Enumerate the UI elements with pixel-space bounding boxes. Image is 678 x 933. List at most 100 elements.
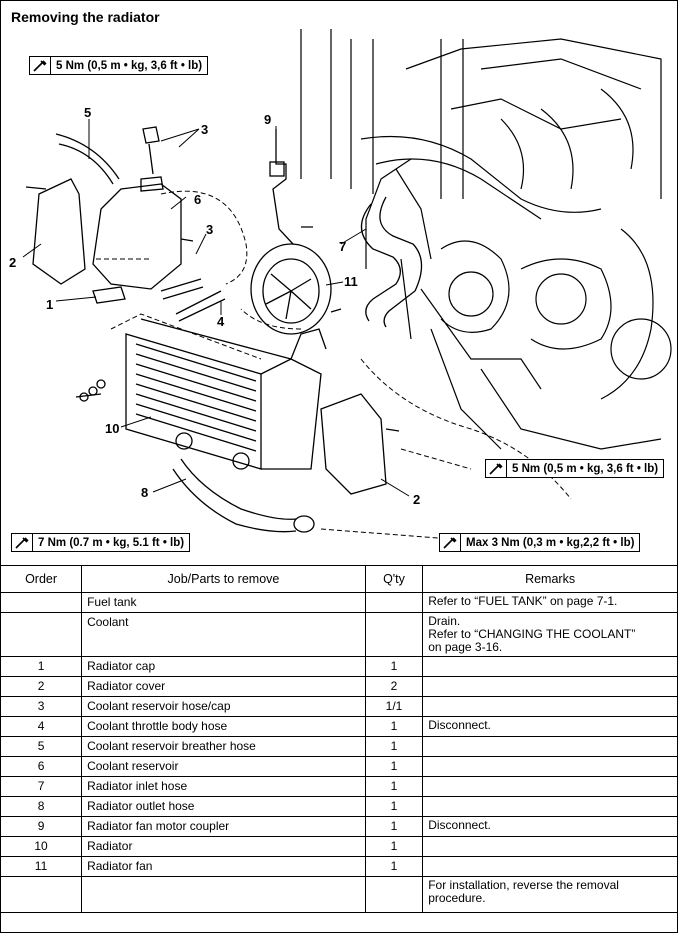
qty-cell [364, 592, 424, 613]
remarks-cell [422, 736, 678, 757]
torque-spec-right: 5 Nm (0,5 m • kg, 3,6 ft • lb) [485, 459, 665, 478]
remarks-line: Refer to “CHANGING THE COOLANT” [428, 627, 636, 641]
wrench-icon [486, 460, 507, 477]
callout-1: 1 [46, 297, 53, 312]
remarks-line: Drain. [428, 614, 461, 628]
remarks-cell [422, 796, 678, 817]
remarks-cell [422, 676, 678, 697]
order-cell: 7 [0, 776, 83, 797]
callout-4: 4 [217, 314, 225, 329]
qty-cell: 1 [364, 796, 424, 817]
header-order: Order [0, 565, 83, 593]
wrench-icon [12, 534, 33, 551]
callout-6: 6 [194, 192, 201, 207]
table-body: Fuel tank Refer to “FUEL TANK” on page 7-… [0, 592, 678, 913]
wrench-icon [30, 57, 51, 74]
job-cell [81, 876, 366, 913]
qty-cell: 1 [364, 716, 424, 737]
torque-spec-top: 5 Nm (0,5 m • kg, 3,6 ft • lb) [29, 56, 209, 75]
radiator-core [125, 318, 327, 470]
radiator-exploded-diagram: 5 3 9 6 3 2 7 11 1 4 10 8 2 [9, 29, 672, 540]
job-cell: Radiator cap [81, 656, 366, 677]
order-cell [0, 592, 83, 613]
qty-cell: 2 [364, 676, 424, 697]
remarks-cell: Refer to “FUEL TANK” on page 7-1. [422, 592, 678, 613]
qty-cell: 1/1 [364, 696, 424, 717]
order-cell: 5 [0, 736, 83, 757]
job-cell: Radiator outlet hose [81, 796, 366, 817]
callout-2: 2 [9, 255, 16, 270]
job-cell: Radiator cover [81, 676, 366, 697]
order-cell: 9 [0, 816, 83, 837]
order-cell: 8 [0, 796, 83, 817]
remarks-cell: Disconnect. [422, 816, 678, 837]
qty-cell: 1 [364, 736, 424, 757]
torque-value: 5 Nm (0,5 m • kg, 3,6 ft • lb) [56, 59, 203, 72]
callout-7: 7 [339, 239, 346, 254]
order-cell: 4 [0, 716, 83, 737]
breather-hose [55, 133, 120, 185]
page-title: Removing the radiator [11, 9, 160, 25]
job-cell: Radiator inlet hose [81, 776, 366, 797]
remarks-cell [422, 776, 678, 797]
radiator-inlet-hose [360, 196, 423, 328]
table-row: Fuel tank Refer to “FUEL TANK” on page 7-… [0, 592, 678, 613]
qty-cell: 1 [364, 656, 424, 677]
job-cell: Fuel tank [81, 592, 366, 613]
order-cell: 11 [0, 856, 83, 877]
job-cell: Coolant reservoir [81, 756, 366, 777]
remarks-line: Refer to “FUEL TANK” on page 7-1. [428, 594, 618, 608]
frame-illustration [300, 29, 672, 450]
radiator-fan [250, 243, 332, 335]
remarks-line: procedure. [428, 891, 486, 905]
header-qty: Q'ty [364, 565, 424, 593]
job-cell: Coolant reservoir breather hose [81, 736, 366, 757]
callout-9: 9 [264, 112, 271, 127]
job-cell: Radiator fan motor coupler [81, 816, 366, 837]
torque-spec-bottom-left: 7 Nm (0.7 m • kg, 5.1 ft • lb) [11, 533, 191, 552]
callout-3b: 3 [206, 222, 213, 237]
remarks-cell [422, 836, 678, 857]
torque-value: 7 Nm (0.7 m • kg, 5.1 ft • lb) [38, 536, 185, 549]
torque-value: 5 Nm (0,5 m • kg, 3,6 ft • lb) [512, 462, 659, 475]
job-cell: Coolant [81, 612, 366, 657]
table-header-row: Order Job/Parts to remove Q'ty Remarks [0, 565, 678, 593]
radiator-cover-left [32, 178, 86, 285]
remarks-cell [422, 696, 678, 717]
callout-5: 5 [84, 105, 91, 120]
remarks-line: Disconnect. [428, 718, 491, 732]
torque-value: Max 3 Nm (0,3 m • kg,2,2 ft • lb) [466, 536, 635, 549]
radiator-outlet-hose [172, 458, 297, 533]
callout-3: 3 [201, 122, 208, 137]
qty-cell: 1 [364, 856, 424, 877]
remarks-cell: Drain.Refer to “CHANGING THE COOLANT”on … [422, 612, 678, 657]
header-job: Job/Parts to remove [81, 565, 366, 593]
job-cell: Coolant reservoir hose/cap [81, 696, 366, 717]
remarks-line: Disconnect. [428, 818, 491, 832]
order-cell: 6 [0, 756, 83, 777]
remarks-cell [422, 656, 678, 677]
wrench-icon [440, 534, 461, 551]
job-cell: Coolant throttle body hose [81, 716, 366, 737]
order-cell: 2 [0, 676, 83, 697]
torque-spec-bottom-right: Max 3 Nm (0,3 m • kg,2,2 ft • lb) [439, 533, 641, 552]
radiator-cap [92, 286, 126, 304]
remarks-cell [422, 856, 678, 877]
callout-8: 8 [141, 485, 148, 500]
callout-2b: 2 [413, 492, 420, 507]
job-cell: Radiator fan [81, 856, 366, 877]
remarks-cell: Disconnect. [422, 716, 678, 737]
remarks-line: For installation, reverse the removal [428, 878, 619, 892]
order-cell: 3 [0, 696, 83, 717]
order-cell [0, 876, 83, 913]
